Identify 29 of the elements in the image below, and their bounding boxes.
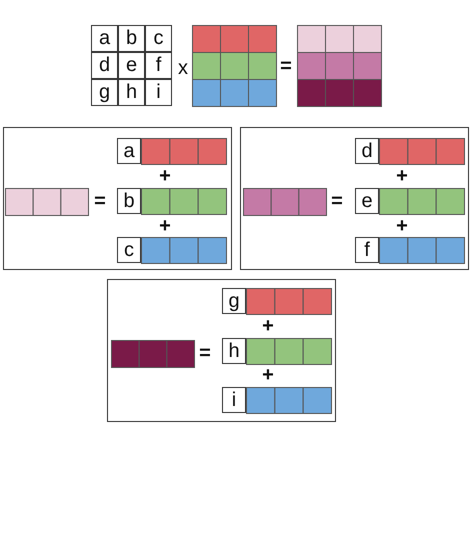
matrix-entry: d [91,52,118,79]
plus-sign: + [261,363,275,387]
equals-sign: = [279,54,293,78]
matrix-entry: a [117,138,141,164]
plus-sign: + [158,214,172,238]
matrix-entry: g [222,288,246,314]
matrix-entry: c [145,25,172,52]
matrix-entry: h [118,79,145,106]
matrix-entry: b [117,188,141,214]
plus-sign: + [395,164,409,188]
plus-sign: + [261,314,275,338]
matrix-entry: f [145,52,172,79]
matrix-entry: c [117,237,141,263]
matrix-entry: e [355,188,379,214]
plus-sign: + [395,214,409,238]
matrix-entry: a [91,25,118,52]
equals-sign: = [93,188,107,214]
matrix-entry: b [118,25,145,52]
equals-sign: = [330,188,344,214]
plus-sign: + [158,164,172,188]
matrix-entry: e [118,52,145,79]
multiply-sign: x [177,56,189,80]
matrix-entry: d [355,138,379,164]
equals-sign: = [198,340,212,366]
matrix-entry: g [91,79,118,106]
matrix-entry: h [222,338,246,364]
matrix-entry: i [145,79,172,106]
matrix-entry: i [222,387,246,413]
matrix-entry: f [355,237,379,263]
